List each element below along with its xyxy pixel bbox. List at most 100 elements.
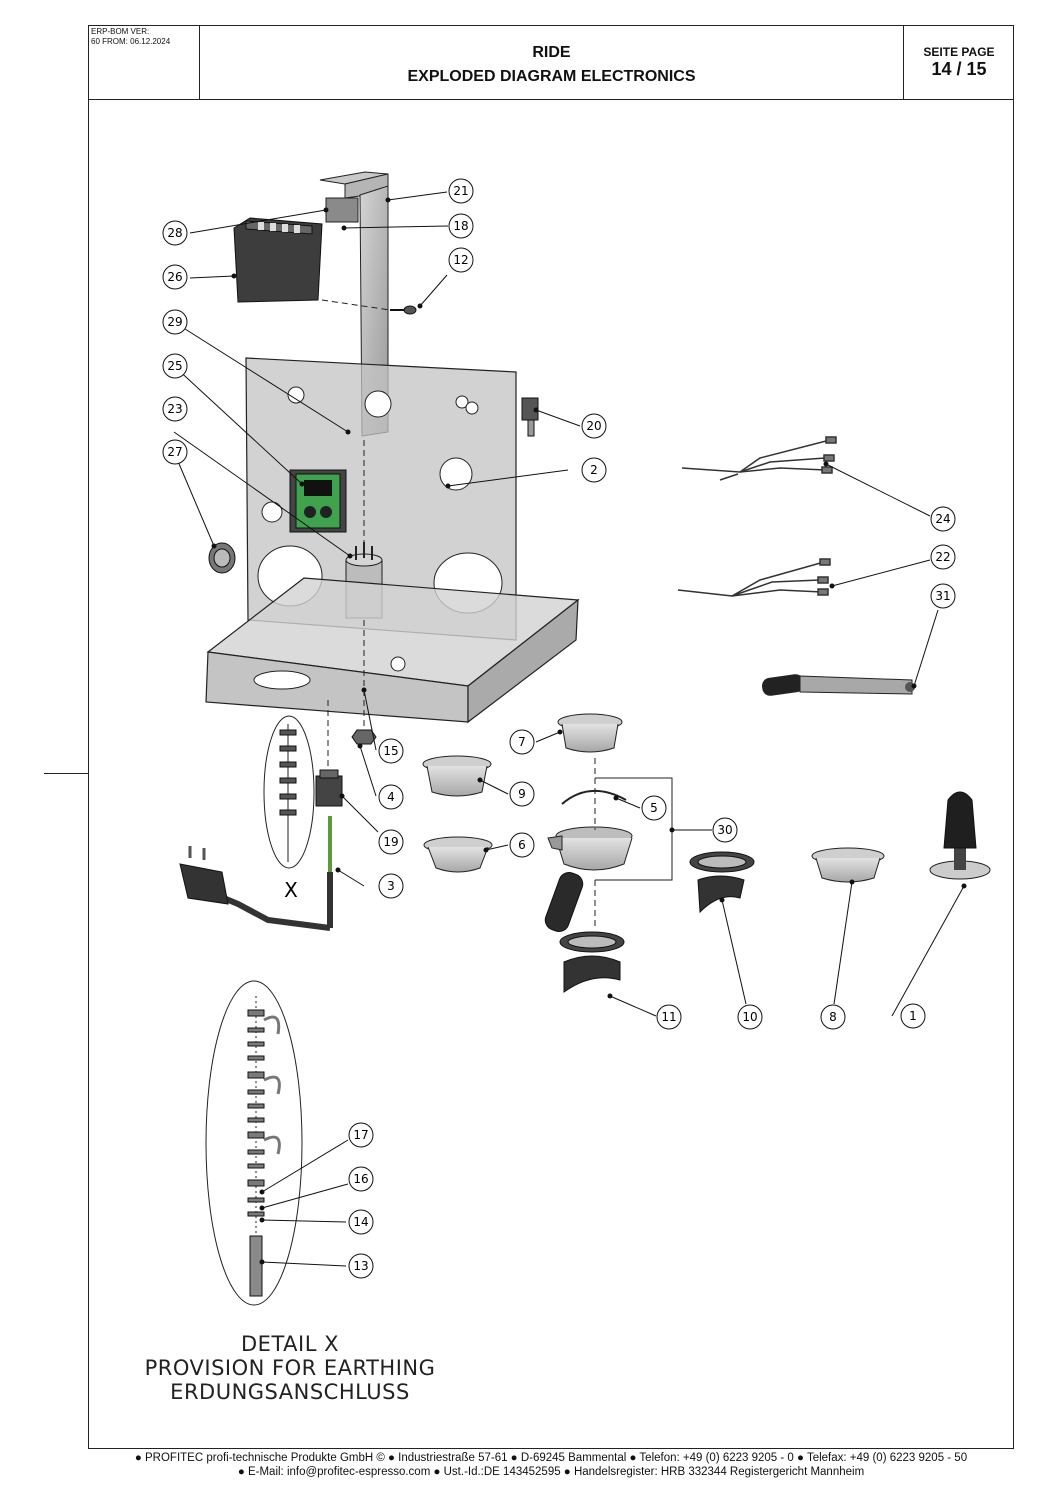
erp-version-date: 60 FROM: 06.12.2024 <box>91 37 171 46</box>
power-cord <box>179 816 333 931</box>
callout-12: 12 <box>448 247 474 273</box>
callout-14: 14 <box>348 1209 374 1235</box>
callout-7: 7 <box>509 729 535 755</box>
wiring-harness-24 <box>681 436 837 481</box>
callout-23-label: 23 <box>167 402 182 416</box>
control-unit <box>233 217 323 303</box>
rocker-switch <box>208 542 236 574</box>
detail-x-marker <box>263 715 315 869</box>
bottomless-filter-11 <box>559 931 625 993</box>
callout-16: 16 <box>348 1166 374 1192</box>
detail-caption-line3: ERDUNGSANSCHLUSS <box>170 1380 410 1404</box>
diagram-title: EXPLODED DIAGRAM ELECTRONICS <box>407 68 696 85</box>
callout-4: 4 <box>378 784 404 810</box>
callout-23: 23 <box>162 396 188 422</box>
terminal-block <box>325 197 359 223</box>
callout-19: 19 <box>378 829 404 855</box>
page-number: 14 / 15 <box>931 59 987 79</box>
callout-5-label: 5 <box>650 801 658 815</box>
nut-4 <box>351 729 377 745</box>
callout-11: 11 <box>656 1004 682 1030</box>
callout-9: 9 <box>509 781 535 807</box>
callout-1: 1 <box>900 1003 926 1029</box>
callout-17-label: 17 <box>353 1128 368 1142</box>
back-plate <box>245 357 517 641</box>
callout-25: 25 <box>162 353 188 379</box>
callout-26: 26 <box>162 264 188 290</box>
callout-29: 29 <box>162 309 188 335</box>
detail-caption-line2: PROVISION FOR EARTHING <box>144 1356 436 1380</box>
footer-line1: ● PROFITEC profi-technische Produkte Gmb… <box>134 1452 968 1464</box>
callout-6: 6 <box>509 832 535 858</box>
callout-11-label: 11 <box>661 1010 676 1024</box>
filter-basket-6 <box>423 836 493 873</box>
footer-line2: ● E-Mail: info@profitec-espresso.com ● U… <box>237 1466 865 1478</box>
footer: ● PROFITEC profi-technische Produkte Gmb… <box>88 1451 1014 1479</box>
cable-gland <box>315 769 343 807</box>
leader-lines <box>173 191 965 1267</box>
callout-24-label: 24 <box>935 512 950 526</box>
callout-3: 3 <box>378 873 404 899</box>
callout-10: 10 <box>737 1004 763 1030</box>
callout-31-label: 31 <box>935 589 950 603</box>
tamper-1 <box>929 791 991 880</box>
portafilter-30 <box>544 826 633 932</box>
filter-basket-9 <box>422 755 492 797</box>
callout-26-label: 26 <box>167 270 182 284</box>
assembly-axes <box>321 299 596 930</box>
erp-version-box: ERP-BOM VER: 60 FROM: 06.12.2024 <box>88 25 200 100</box>
filter-basket-7 <box>557 713 623 753</box>
callout-2: 2 <box>581 457 607 483</box>
callout-6-label: 6 <box>518 838 526 852</box>
callout-12-label: 12 <box>453 253 468 267</box>
detail-x-letter: X <box>284 878 298 902</box>
callout-27-label: 27 <box>167 445 182 459</box>
pressure-switch <box>521 397 539 437</box>
wiring-harness-22 <box>677 558 831 597</box>
drawing-frame <box>88 25 1014 1449</box>
callout-22-label: 22 <box>935 550 950 564</box>
detail-caption: DETAIL X PROVISION FOR EARTHING ERDUNGSA… <box>110 1332 470 1404</box>
callout-20: 20 <box>581 413 607 439</box>
callout-20-label: 20 <box>586 419 601 433</box>
callout-3-label: 3 <box>387 879 395 893</box>
callout-31: 31 <box>930 583 956 609</box>
callout-28: 28 <box>162 220 188 246</box>
callout-18-label: 18 <box>453 219 468 233</box>
callout-16-label: 16 <box>353 1172 368 1186</box>
dosing-ring-10 <box>689 851 755 914</box>
callout-17: 17 <box>348 1122 374 1148</box>
callout-13: 13 <box>348 1253 374 1279</box>
screw-12 <box>390 305 417 315</box>
callout-18: 18 <box>448 213 474 239</box>
erp-version-label: ERP-BOM VER: <box>91 27 150 36</box>
callout-8-label: 8 <box>829 1010 837 1024</box>
callout-21-label: 21 <box>453 184 468 198</box>
callout-4-label: 4 <box>387 790 395 804</box>
callout-30-label: 30 <box>717 823 732 837</box>
callout-8: 8 <box>820 1004 846 1030</box>
callout-5: 5 <box>641 795 667 821</box>
steam-lever <box>761 674 915 696</box>
blind-basket-8 <box>811 847 885 883</box>
leader-arrowheads <box>211 197 967 1265</box>
callout-22: 22 <box>930 544 956 570</box>
callout-14-label: 14 <box>353 1215 368 1229</box>
page-box: SEITE PAGE 14 / 15 <box>903 25 1014 100</box>
spring-clip-5 <box>561 789 627 805</box>
product-title: RIDE <box>532 44 571 61</box>
callout-30: 30 <box>712 817 738 843</box>
callout-1-label: 1 <box>909 1009 917 1023</box>
display-pcb <box>289 469 347 533</box>
callout-2-label: 2 <box>590 463 598 477</box>
callout-9-label: 9 <box>518 787 526 801</box>
callout-13-label: 13 <box>353 1259 368 1273</box>
callout-15-label: 15 <box>383 744 398 758</box>
title-box: RIDE EXPLODED DIAGRAM ELECTRONICS <box>200 25 903 100</box>
callout-25-label: 25 <box>167 359 182 373</box>
page-label: SEITE PAGE <box>923 45 995 59</box>
callout-27: 27 <box>162 439 188 465</box>
base-tray <box>205 577 580 724</box>
callout-7-label: 7 <box>518 735 526 749</box>
